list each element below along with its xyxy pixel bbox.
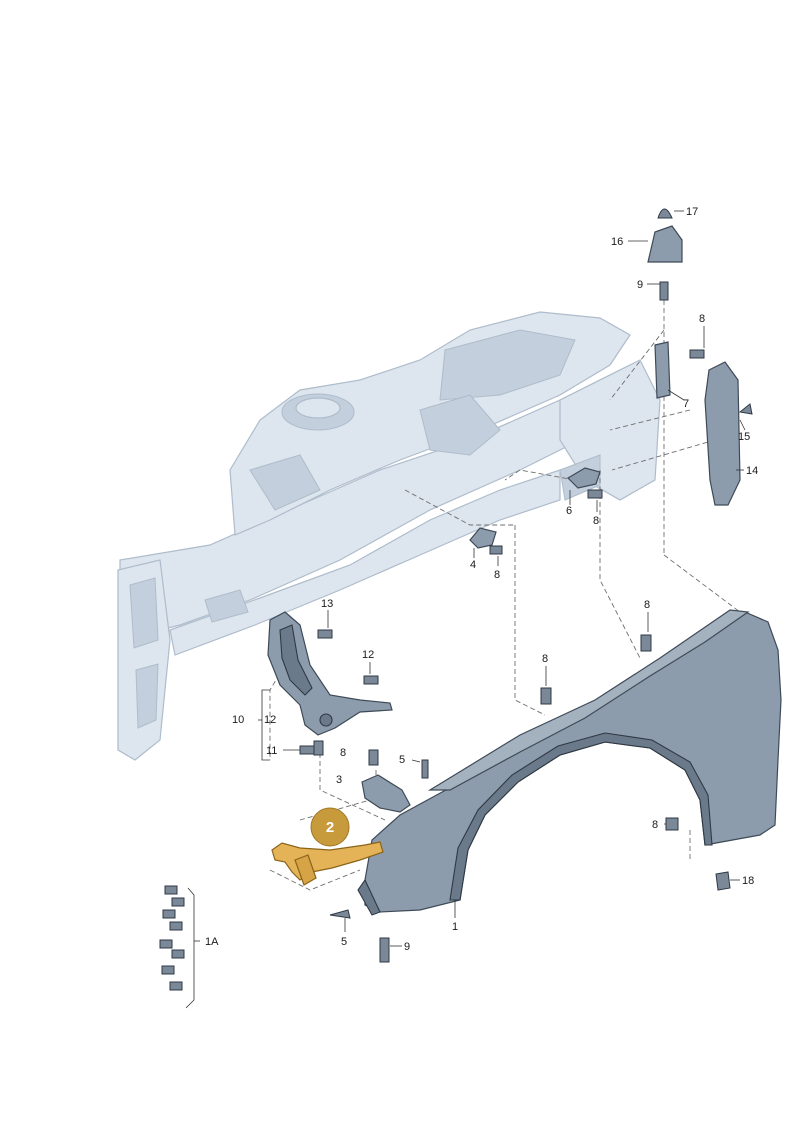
label-8-b: 8 xyxy=(593,515,599,527)
label-18: 18 xyxy=(742,875,754,887)
label-8-c: 8 xyxy=(494,569,500,581)
label-9-top: 9 xyxy=(637,279,643,291)
fasteners xyxy=(159,208,753,991)
label-1: 1 xyxy=(452,921,458,933)
part-labels: 17 16 9 8 7 15 14 6 8 4 8 8 8 13 12 10 1… xyxy=(205,206,758,953)
label-5-b: 5 xyxy=(341,936,347,948)
label-8-f: 8 xyxy=(340,747,346,759)
label-17: 17 xyxy=(686,206,698,218)
fender-panel xyxy=(357,609,782,916)
label-6: 6 xyxy=(566,505,572,517)
label-8-e: 8 xyxy=(542,653,548,665)
label-1A: 1A xyxy=(205,936,219,948)
highlighted-part-2: 2 xyxy=(271,807,384,886)
leader-lines xyxy=(185,210,746,1009)
label-16: 16 xyxy=(611,236,623,248)
label-10: 10 xyxy=(232,714,244,726)
label-5-a: 5 xyxy=(399,754,405,766)
highlight-badge-label: 2 xyxy=(326,819,334,836)
label-9-bottom: 9 xyxy=(404,941,410,953)
label-8-d: 8 xyxy=(644,599,650,611)
small-brackets xyxy=(361,341,741,813)
label-8-g: 8 xyxy=(652,819,658,831)
label-14: 14 xyxy=(746,465,758,477)
label-7: 7 xyxy=(683,398,689,410)
label-4: 4 xyxy=(470,559,476,571)
label-13: 13 xyxy=(321,598,333,610)
vehicle-body-structure xyxy=(117,311,661,761)
label-8-top: 8 xyxy=(699,313,705,325)
label-11: 11 xyxy=(266,745,277,757)
fender-bracket xyxy=(267,611,393,736)
label-12-a: 12 xyxy=(362,649,374,661)
label-3: 3 xyxy=(336,774,342,786)
label-15: 15 xyxy=(738,431,750,443)
label-12-b: 12 xyxy=(264,714,276,726)
